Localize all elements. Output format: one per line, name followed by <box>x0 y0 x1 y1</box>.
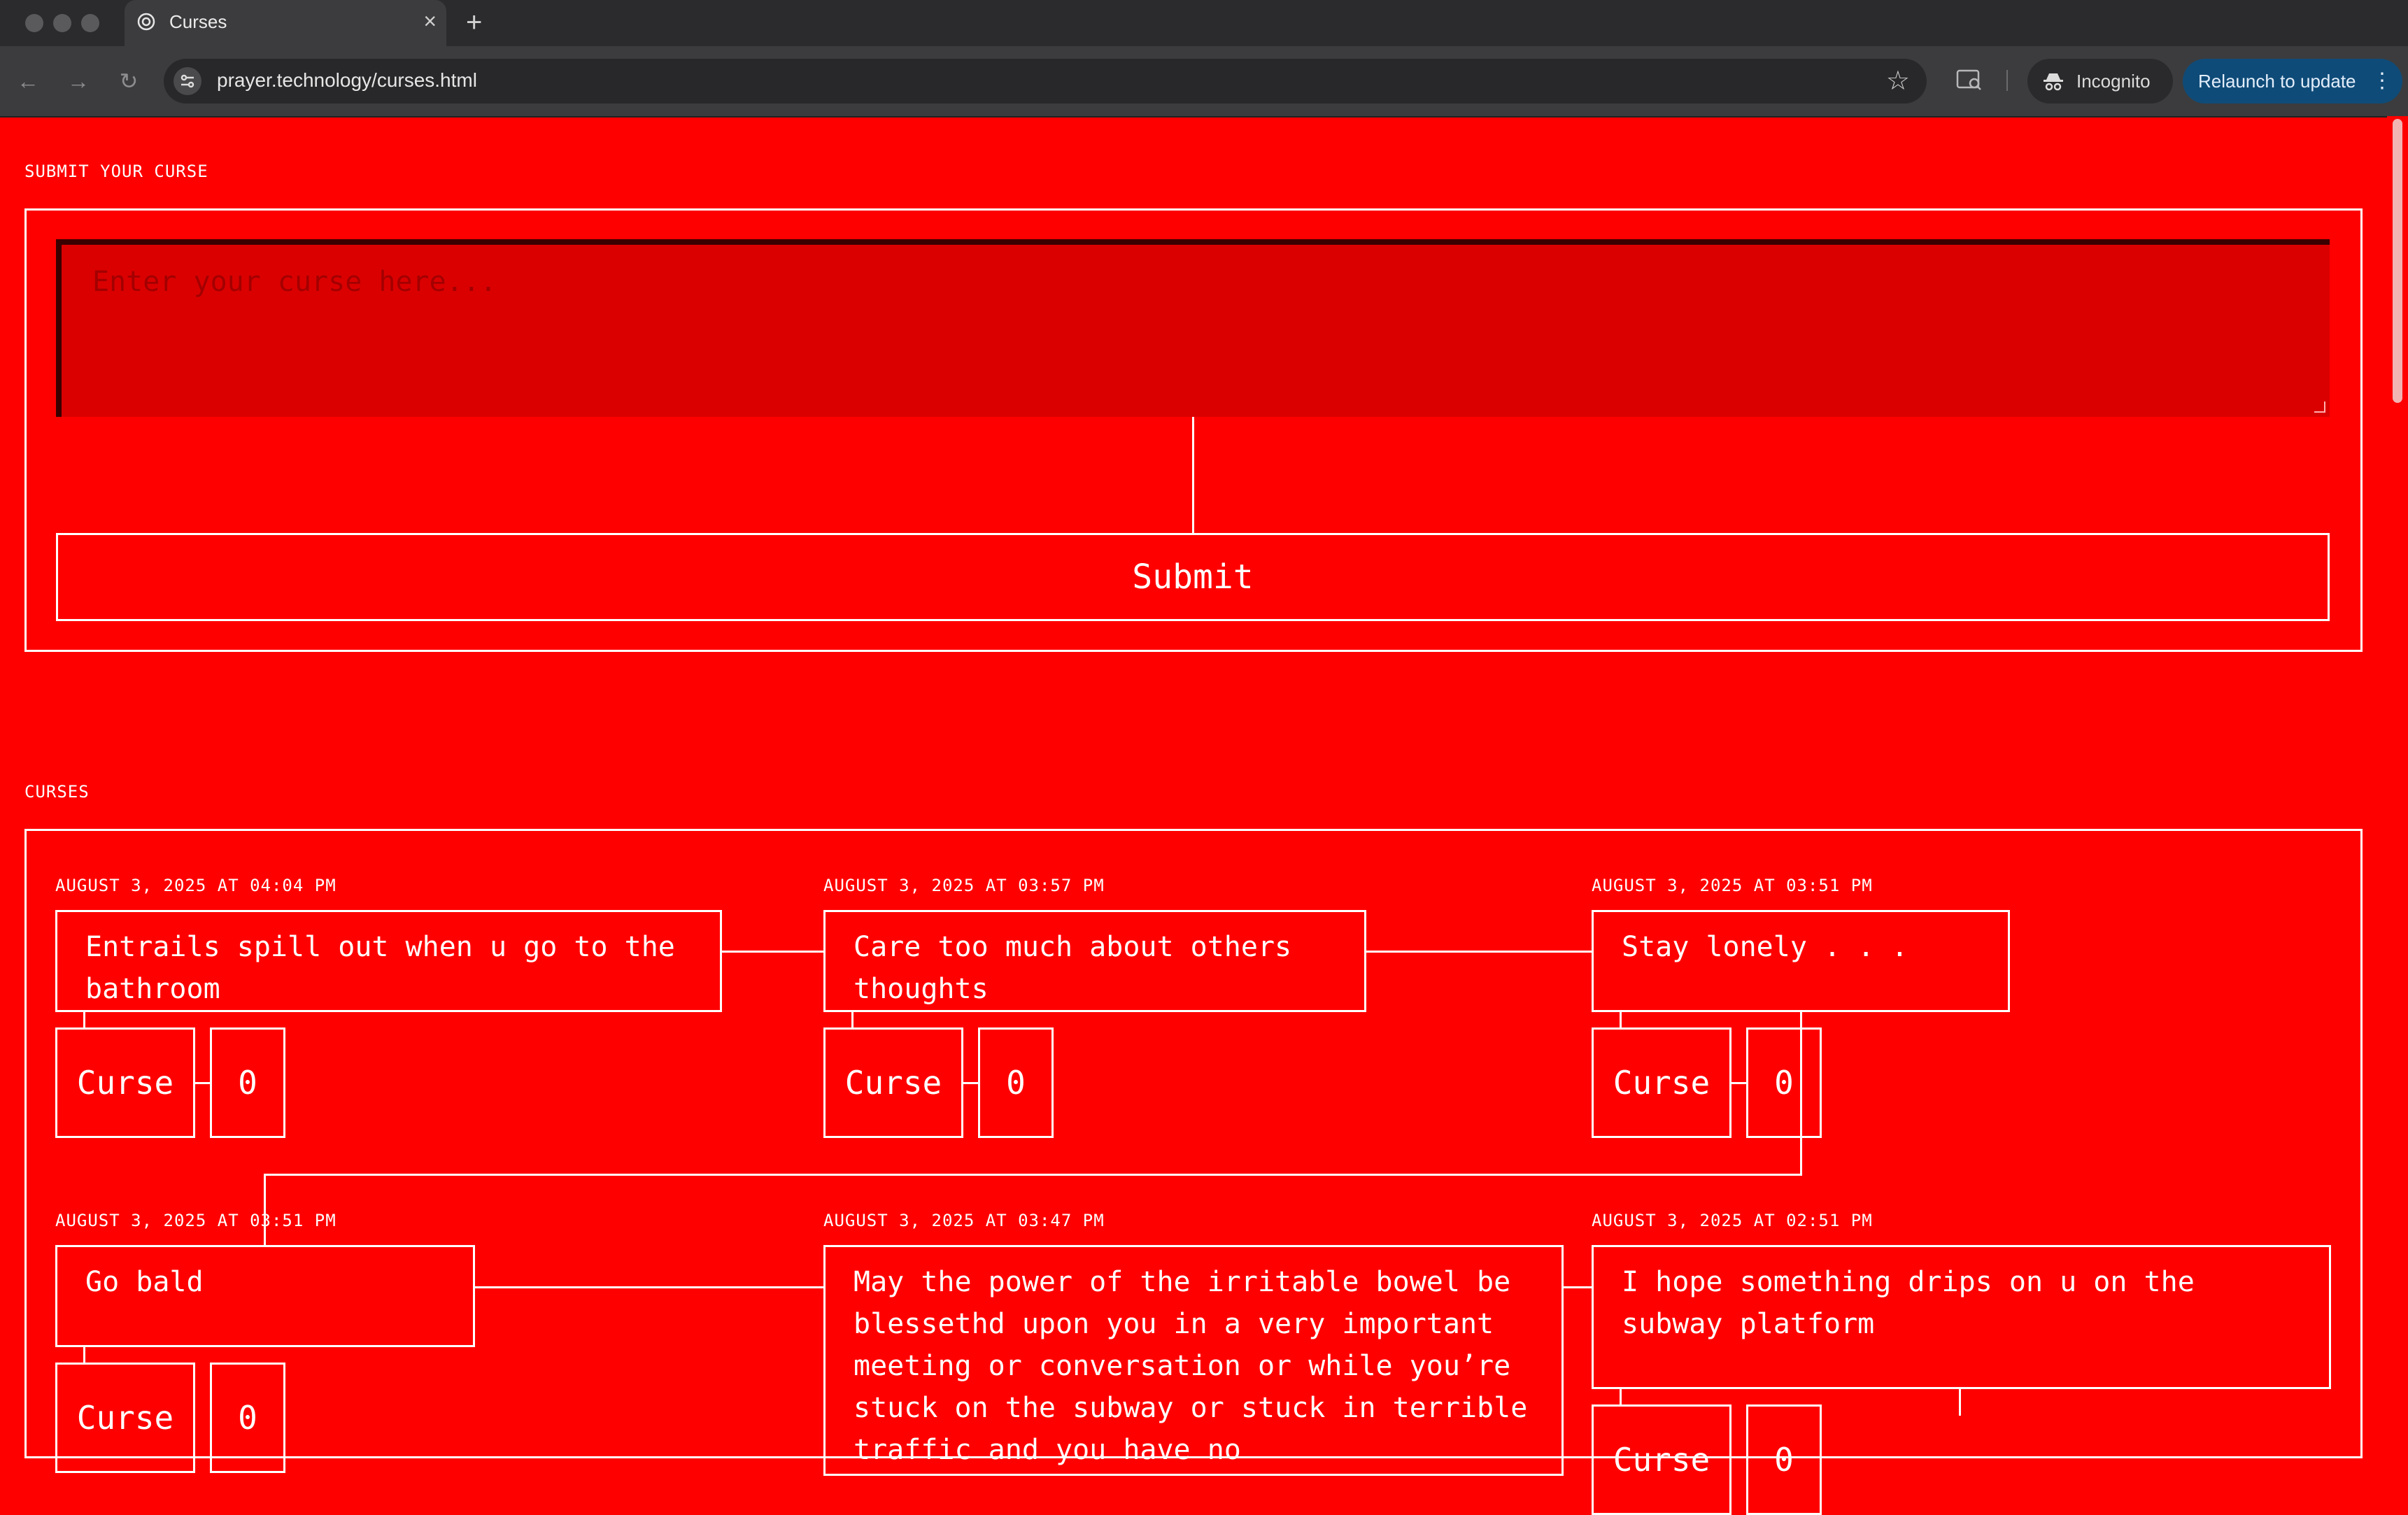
connector-line <box>721 951 824 953</box>
tab-search-icon[interactable] <box>1956 69 1983 91</box>
tab-favicon-icon <box>137 13 155 31</box>
curse-text: Go bald <box>55 1245 475 1347</box>
connector-line <box>1365 951 1592 953</box>
curse-text: Stay lonely . . . <box>1592 910 2010 1012</box>
connector-line <box>1620 1388 1622 1404</box>
connector-line <box>264 1174 266 1246</box>
browser-tab-bar: Curses × + <box>0 0 2408 46</box>
connector-line <box>1562 1286 1592 1288</box>
tab-close-icon[interactable]: × <box>423 8 437 34</box>
page-scrollbar[interactable] <box>2387 116 2408 1416</box>
curse-text: May the power of the irritable bowel be … <box>823 1245 1564 1476</box>
site-info-icon[interactable] <box>173 67 201 95</box>
active-tab[interactable]: Curses × <box>125 0 446 46</box>
curse-count: 0 <box>210 1027 285 1138</box>
curse-text: Entrails spill out when u go to the bath… <box>55 910 722 1012</box>
curse-button[interactable]: Curse <box>1592 1027 1731 1138</box>
curses-heading: CURSES <box>24 782 90 802</box>
toolbar-divider <box>2006 70 2008 91</box>
connector-line <box>963 1082 978 1084</box>
url-text[interactable]: prayer.technology/curses.html <box>217 69 477 91</box>
connector-line <box>264 1174 1802 1176</box>
curse-date: AUGUST 3, 2025 AT 02:51 PM <box>1592 1211 1873 1230</box>
curse-textarea-placeholder: Enter your curse here... <box>92 266 497 298</box>
connector-line <box>1731 1082 1746 1084</box>
curse-date: AUGUST 3, 2025 AT 03:57 PM <box>823 876 1105 895</box>
curse-button[interactable]: Curse <box>55 1363 195 1473</box>
connector-line <box>1620 1011 1622 1027</box>
window-zoom-dot[interactable] <box>81 14 99 32</box>
connector-line <box>83 1346 85 1363</box>
scrollbar-thumb[interactable] <box>2393 119 2402 403</box>
submit-panel <box>24 208 2363 652</box>
curse-count: 0 <box>978 1027 1054 1138</box>
submit-button[interactable]: Submit <box>56 533 2330 621</box>
curse-date: AUGUST 3, 2025 AT 04:04 PM <box>55 876 337 895</box>
menu-kebab-icon[interactable]: ⋮ <box>2372 69 2393 92</box>
curse-text: Care too much about others thoughts <box>823 910 1366 1012</box>
browser-toolbar: ← → ↻ prayer.technology/curses.html ☆ In… <box>0 46 2408 118</box>
relaunch-label: Relaunch to update <box>2198 71 2356 92</box>
address-bar[interactable]: prayer.technology/curses.html ☆ <box>164 59 1927 104</box>
submit-heading: SUBMIT YOUR CURSE <box>24 162 208 181</box>
curse-button[interactable]: Curse <box>1592 1404 1731 1515</box>
curse-text: I hope something drips on u on the subwa… <box>1592 1245 2331 1389</box>
curse-button[interactable]: Curse <box>55 1027 195 1138</box>
back-icon[interactable]: ← <box>17 69 39 94</box>
incognito-badge[interactable]: Incognito <box>2027 59 2173 104</box>
incognito-icon <box>2044 73 2063 91</box>
incognito-label: Incognito <box>2076 71 2151 92</box>
new-tab-icon[interactable]: + <box>466 7 483 38</box>
window-minimize-dot[interactable] <box>53 14 71 32</box>
tab-title: Curses <box>169 11 227 32</box>
reload-icon[interactable]: ↻ <box>119 69 139 94</box>
connector-line <box>1800 1011 1802 1176</box>
curse-count: 0 <box>1746 1027 1822 1138</box>
bookmark-star-icon[interactable]: ☆ <box>1885 66 1910 96</box>
relaunch-button[interactable]: Relaunch to update ⋮ <box>2183 59 2402 104</box>
curse-count: 0 <box>1746 1404 1822 1515</box>
curse-count: 0 <box>210 1363 285 1473</box>
connector-line <box>1959 1388 1961 1416</box>
connector-line <box>194 1082 210 1084</box>
window-close-dot[interactable] <box>25 14 43 32</box>
connector-line <box>474 1286 824 1288</box>
curse-date: AUGUST 3, 2025 AT 03:51 PM <box>1592 876 1873 895</box>
forward-icon[interactable]: → <box>67 69 90 94</box>
curse-date: AUGUST 3, 2025 AT 03:51 PM <box>55 1211 337 1230</box>
curse-textarea[interactable]: Enter your curse here... <box>56 239 2330 417</box>
connector-line <box>851 1011 854 1027</box>
connector-line <box>1192 417 1194 533</box>
curse-button[interactable]: Curse <box>823 1027 963 1138</box>
connector-line <box>83 1011 85 1027</box>
curse-date: AUGUST 3, 2025 AT 03:47 PM <box>823 1211 1105 1230</box>
resize-handle-icon[interactable] <box>2314 401 2325 413</box>
